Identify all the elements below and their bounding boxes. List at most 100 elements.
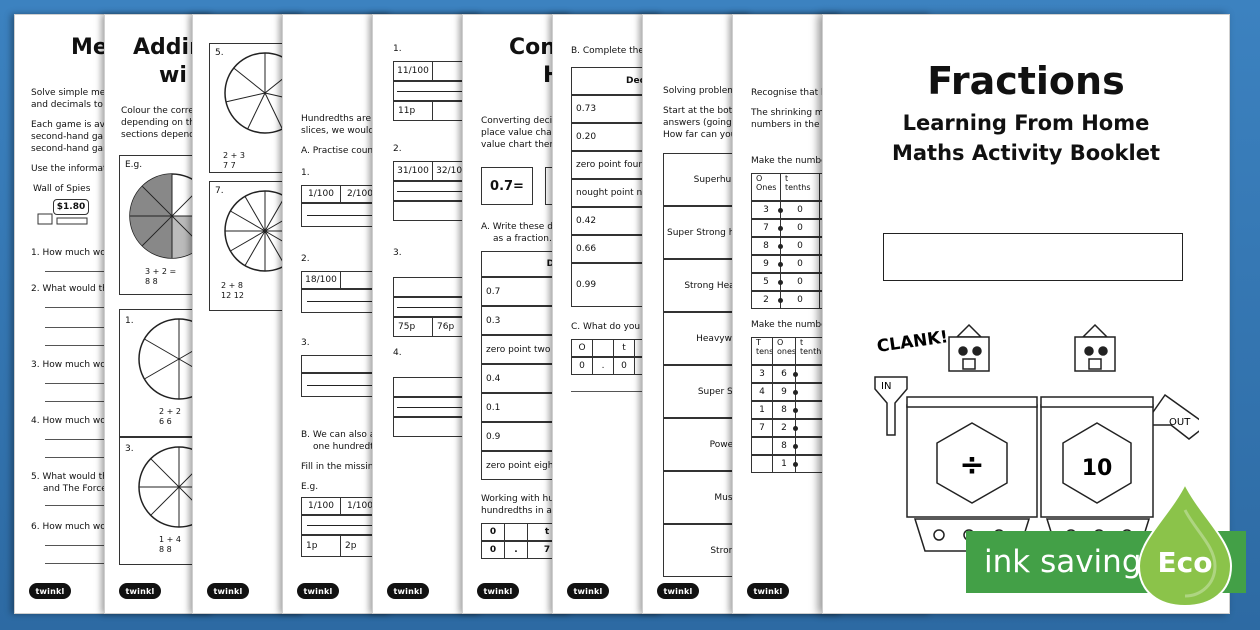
table-cell[interactable] (795, 437, 825, 455)
table-cell: 0 (780, 237, 820, 255)
text-line: numbers in the n (751, 120, 829, 130)
table-cell[interactable] (795, 401, 825, 419)
table-cell: 3 (751, 201, 781, 219)
place-value-cell: 0 (613, 357, 635, 375)
text-line: hundredths in a (481, 506, 552, 516)
number-line (307, 525, 413, 526)
empty-cell[interactable] (393, 377, 473, 397)
fraction-sum: 1 + 4 (159, 535, 181, 544)
twinkl-logo: twinkl (119, 583, 161, 599)
question-number: 2. (393, 144, 402, 154)
fraction-denominators: 8 8 (145, 277, 158, 286)
section-a-cont: as a fraction. (493, 234, 552, 244)
cover-title: Fractions (927, 59, 1125, 103)
instruction: Make the number (751, 320, 831, 330)
table-cell: 0 (780, 255, 820, 273)
twinkl-logo: twinkl (387, 583, 429, 599)
name-input-box[interactable] (883, 233, 1183, 281)
twinkl-logo: twinkl (207, 583, 249, 599)
table-row: 0.99 (571, 263, 651, 307)
header-letter: t (785, 174, 789, 183)
text-line: Solving problems (663, 86, 741, 96)
table-row: zero point four s (571, 151, 651, 179)
equation-box: 0.7= (481, 167, 533, 205)
question-number: 5. (215, 48, 224, 58)
question-2: 2. What would th (31, 284, 108, 294)
text-line: Solve simple mea (31, 88, 111, 98)
header-word: tenths (785, 183, 811, 192)
table-cell: 0 (780, 291, 820, 309)
eg-label: E.g. (125, 160, 143, 170)
divide-symbol: ÷ (959, 448, 984, 483)
number-ten: 10 (1082, 456, 1113, 481)
table-cell: 3 (751, 365, 773, 383)
sheet-title-2: wi (159, 63, 187, 88)
number-line (397, 407, 469, 408)
table-cell[interactable] (795, 455, 825, 473)
question-number: 7. (215, 186, 224, 196)
table-row: 0.42 (571, 207, 651, 235)
fraction-sum: 3 + 2 = (145, 267, 177, 276)
table-row: 0.20 (571, 123, 651, 151)
out-label: OUT (1169, 417, 1191, 428)
text-line: answers (going u (663, 118, 741, 128)
text-line: The shrinking ma (751, 108, 830, 118)
question-number: 4. (393, 348, 402, 358)
question-number: 3. (393, 248, 402, 258)
table-cell: 7 (751, 419, 773, 437)
number-line (397, 191, 469, 192)
answer-line[interactable] (571, 391, 651, 392)
game-label: Wall of Spies (33, 184, 91, 194)
text-line: How far can you (663, 130, 737, 140)
in-label: IN (881, 381, 891, 392)
pence-cell: 1p (301, 535, 341, 557)
twinkl-logo: twinkl (567, 583, 609, 599)
table-cell: 2 (751, 291, 781, 309)
fraction-sum: 2 + 2 (159, 407, 181, 416)
decimal-point (778, 208, 783, 213)
twinkl-logo: twinkl (747, 583, 789, 599)
empty-cell[interactable] (393, 417, 473, 437)
ladder-row: Super Strong he (663, 206, 743, 259)
eg-label: E.g. (301, 482, 319, 492)
table-cell[interactable] (795, 383, 825, 401)
hundredth-cell: 18/100 (301, 271, 341, 289)
text-line: Use the informati (31, 164, 110, 174)
place-value-cell (504, 523, 528, 541)
place-value-cell: . (592, 357, 614, 375)
place-value-cell: O (571, 339, 593, 357)
cover-subtitle-1: Learning From Home (902, 111, 1150, 135)
empty-cell[interactable] (393, 201, 473, 221)
section-a: A. Practise count (301, 146, 377, 156)
ladder-row: Strong (663, 524, 743, 577)
question-3: 3. How much wo (31, 360, 106, 370)
clank-text: CLANK! (876, 327, 950, 357)
ladder-row: Powerf (663, 418, 743, 471)
text-line: Converting decim (481, 116, 561, 126)
ladder-row: Superhum (663, 153, 743, 206)
ladder-row: Heavywei (663, 312, 743, 365)
table-row: 0.66 (571, 235, 651, 263)
question-number: 3. (125, 444, 134, 454)
pence-cell: 75p (393, 317, 433, 337)
question-1: 1. How much wo (31, 248, 106, 258)
section-b-cont: one hundredth (313, 442, 380, 452)
table-cell[interactable] (795, 365, 825, 383)
booklet-cover[interactable]: Fractions Learning From Home Maths Activ… (822, 14, 1230, 614)
decimal-point (778, 244, 783, 249)
table-header: Deci (571, 67, 651, 95)
hundredth-cell: 1/100 (301, 185, 341, 203)
table-cell: 7 (751, 219, 781, 237)
question-6: 6. How much wo (31, 522, 106, 532)
table-cell[interactable] (795, 419, 825, 437)
place-value-cell: t (613, 339, 635, 357)
empty-cell[interactable] (393, 277, 473, 297)
instruction: Make the numbe (751, 156, 827, 166)
text-line: and decimals to t (31, 100, 110, 110)
header-letter: O (756, 174, 763, 183)
twinkl-logo: twinkl (29, 583, 71, 599)
hundredth-cell: 11/100 (393, 61, 433, 81)
fraction-denominators: 12 12 (221, 291, 244, 300)
